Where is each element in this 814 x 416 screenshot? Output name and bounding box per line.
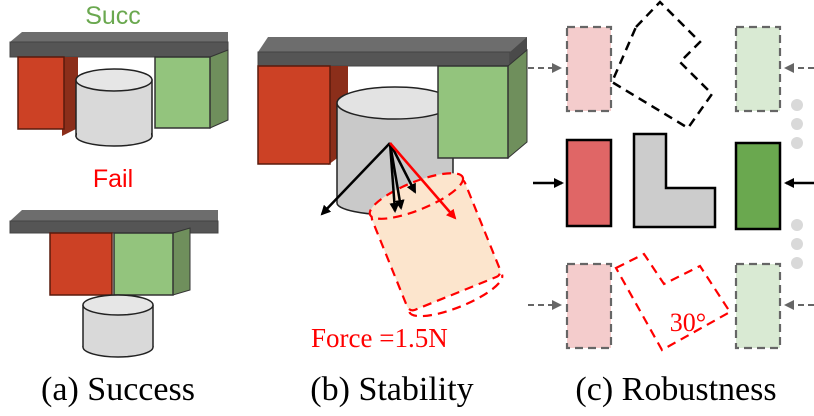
- green-finger: [437, 65, 509, 159]
- ellipsis-dot: [791, 99, 803, 111]
- l-object-rotated: [610, 0, 714, 130]
- l-object-rotated-red: [614, 252, 732, 352]
- ellipsis-dot: [791, 137, 803, 149]
- green-finger-side: [507, 48, 528, 160]
- green-finger: [154, 56, 211, 129]
- force-arrow: [388, 142, 417, 194]
- ellipsis-dot: [791, 118, 803, 130]
- plate-top-face: [10, 32, 228, 42]
- caption-c: (c) Robustness: [575, 371, 776, 408]
- plate-front-face: [9, 41, 229, 58]
- fail-label: Fail: [93, 165, 133, 193]
- gripper-success: [9, 32, 229, 147]
- left-finger: [565, 138, 613, 228]
- plate-top-face: [10, 210, 218, 221]
- ellipsis-dot: [791, 238, 803, 250]
- right-finger-faded: [734, 25, 782, 113]
- green-finger: [113, 232, 174, 296]
- red-finger-side: [62, 57, 78, 136]
- force-arrow: [388, 142, 405, 210]
- plate-front-face: [9, 220, 219, 234]
- plate-front-face: [257, 51, 511, 67]
- cylinder-top: [82, 294, 154, 316]
- caption-b: (b) Stability: [310, 371, 473, 408]
- success-label: Succ: [85, 2, 141, 30]
- force-label: Force =1.5N: [311, 323, 448, 353]
- green-finger-side: [209, 49, 229, 129]
- panel-b: Force =1.5N (b) Stability: [257, 37, 528, 408]
- force-arrow-red: [389, 142, 457, 220]
- force-arrow: [320, 142, 391, 216]
- green-finger-side: [172, 227, 191, 296]
- pushed-cylinder: [368, 172, 504, 318]
- left-finger-faded: [565, 25, 613, 113]
- l-object: [632, 132, 717, 229]
- red-finger: [257, 65, 331, 165]
- cylinder-top: [75, 68, 153, 92]
- caption-a: (a) Success: [41, 371, 195, 408]
- plate-side: [510, 37, 527, 66]
- panel-c: 30° (c) Robustness: [528, 0, 814, 408]
- panel-a: Succ Fail: [9, 2, 229, 408]
- right-finger: [734, 141, 782, 231]
- ellipsis-dot: [791, 257, 803, 269]
- gripper-fail: [9, 210, 219, 358]
- ellipsis-dot: [791, 219, 803, 231]
- right-finger-faded: [734, 262, 782, 350]
- red-finger: [17, 56, 65, 130]
- left-finger-faded: [565, 262, 613, 350]
- angle-label: 30°: [670, 308, 706, 337]
- cylinder-top: [336, 86, 454, 120]
- red-finger: [49, 232, 113, 296]
- plate-top-face: [258, 37, 527, 52]
